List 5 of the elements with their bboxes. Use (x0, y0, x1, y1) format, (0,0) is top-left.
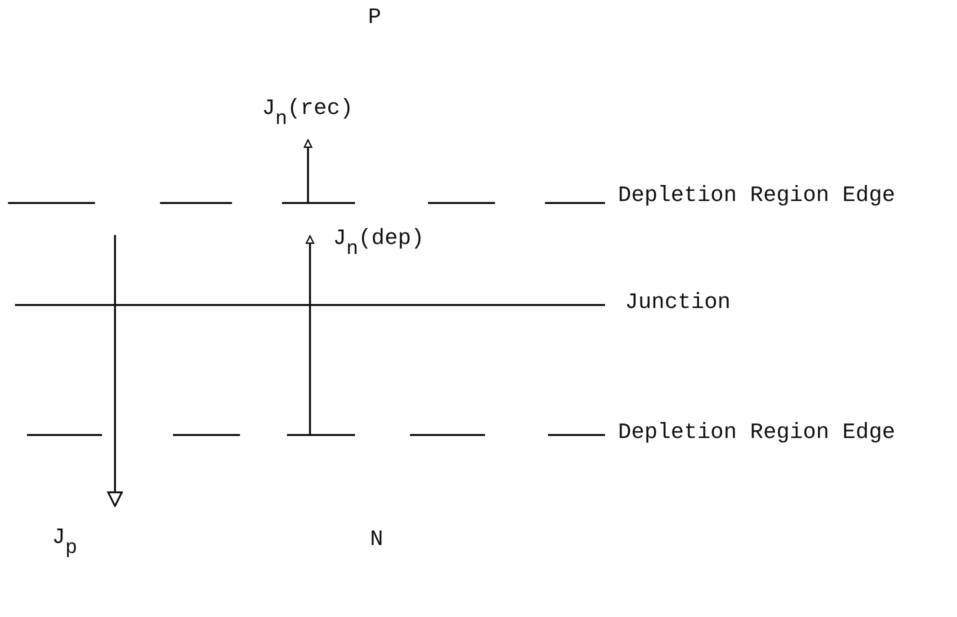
region-label: N (370, 527, 384, 553)
region-label: P (368, 5, 382, 31)
boundary-label: Depletion Region Edge (618, 420, 896, 446)
boundary-label: Junction (625, 290, 731, 316)
boundary-label: Depletion Region Edge (618, 183, 896, 209)
